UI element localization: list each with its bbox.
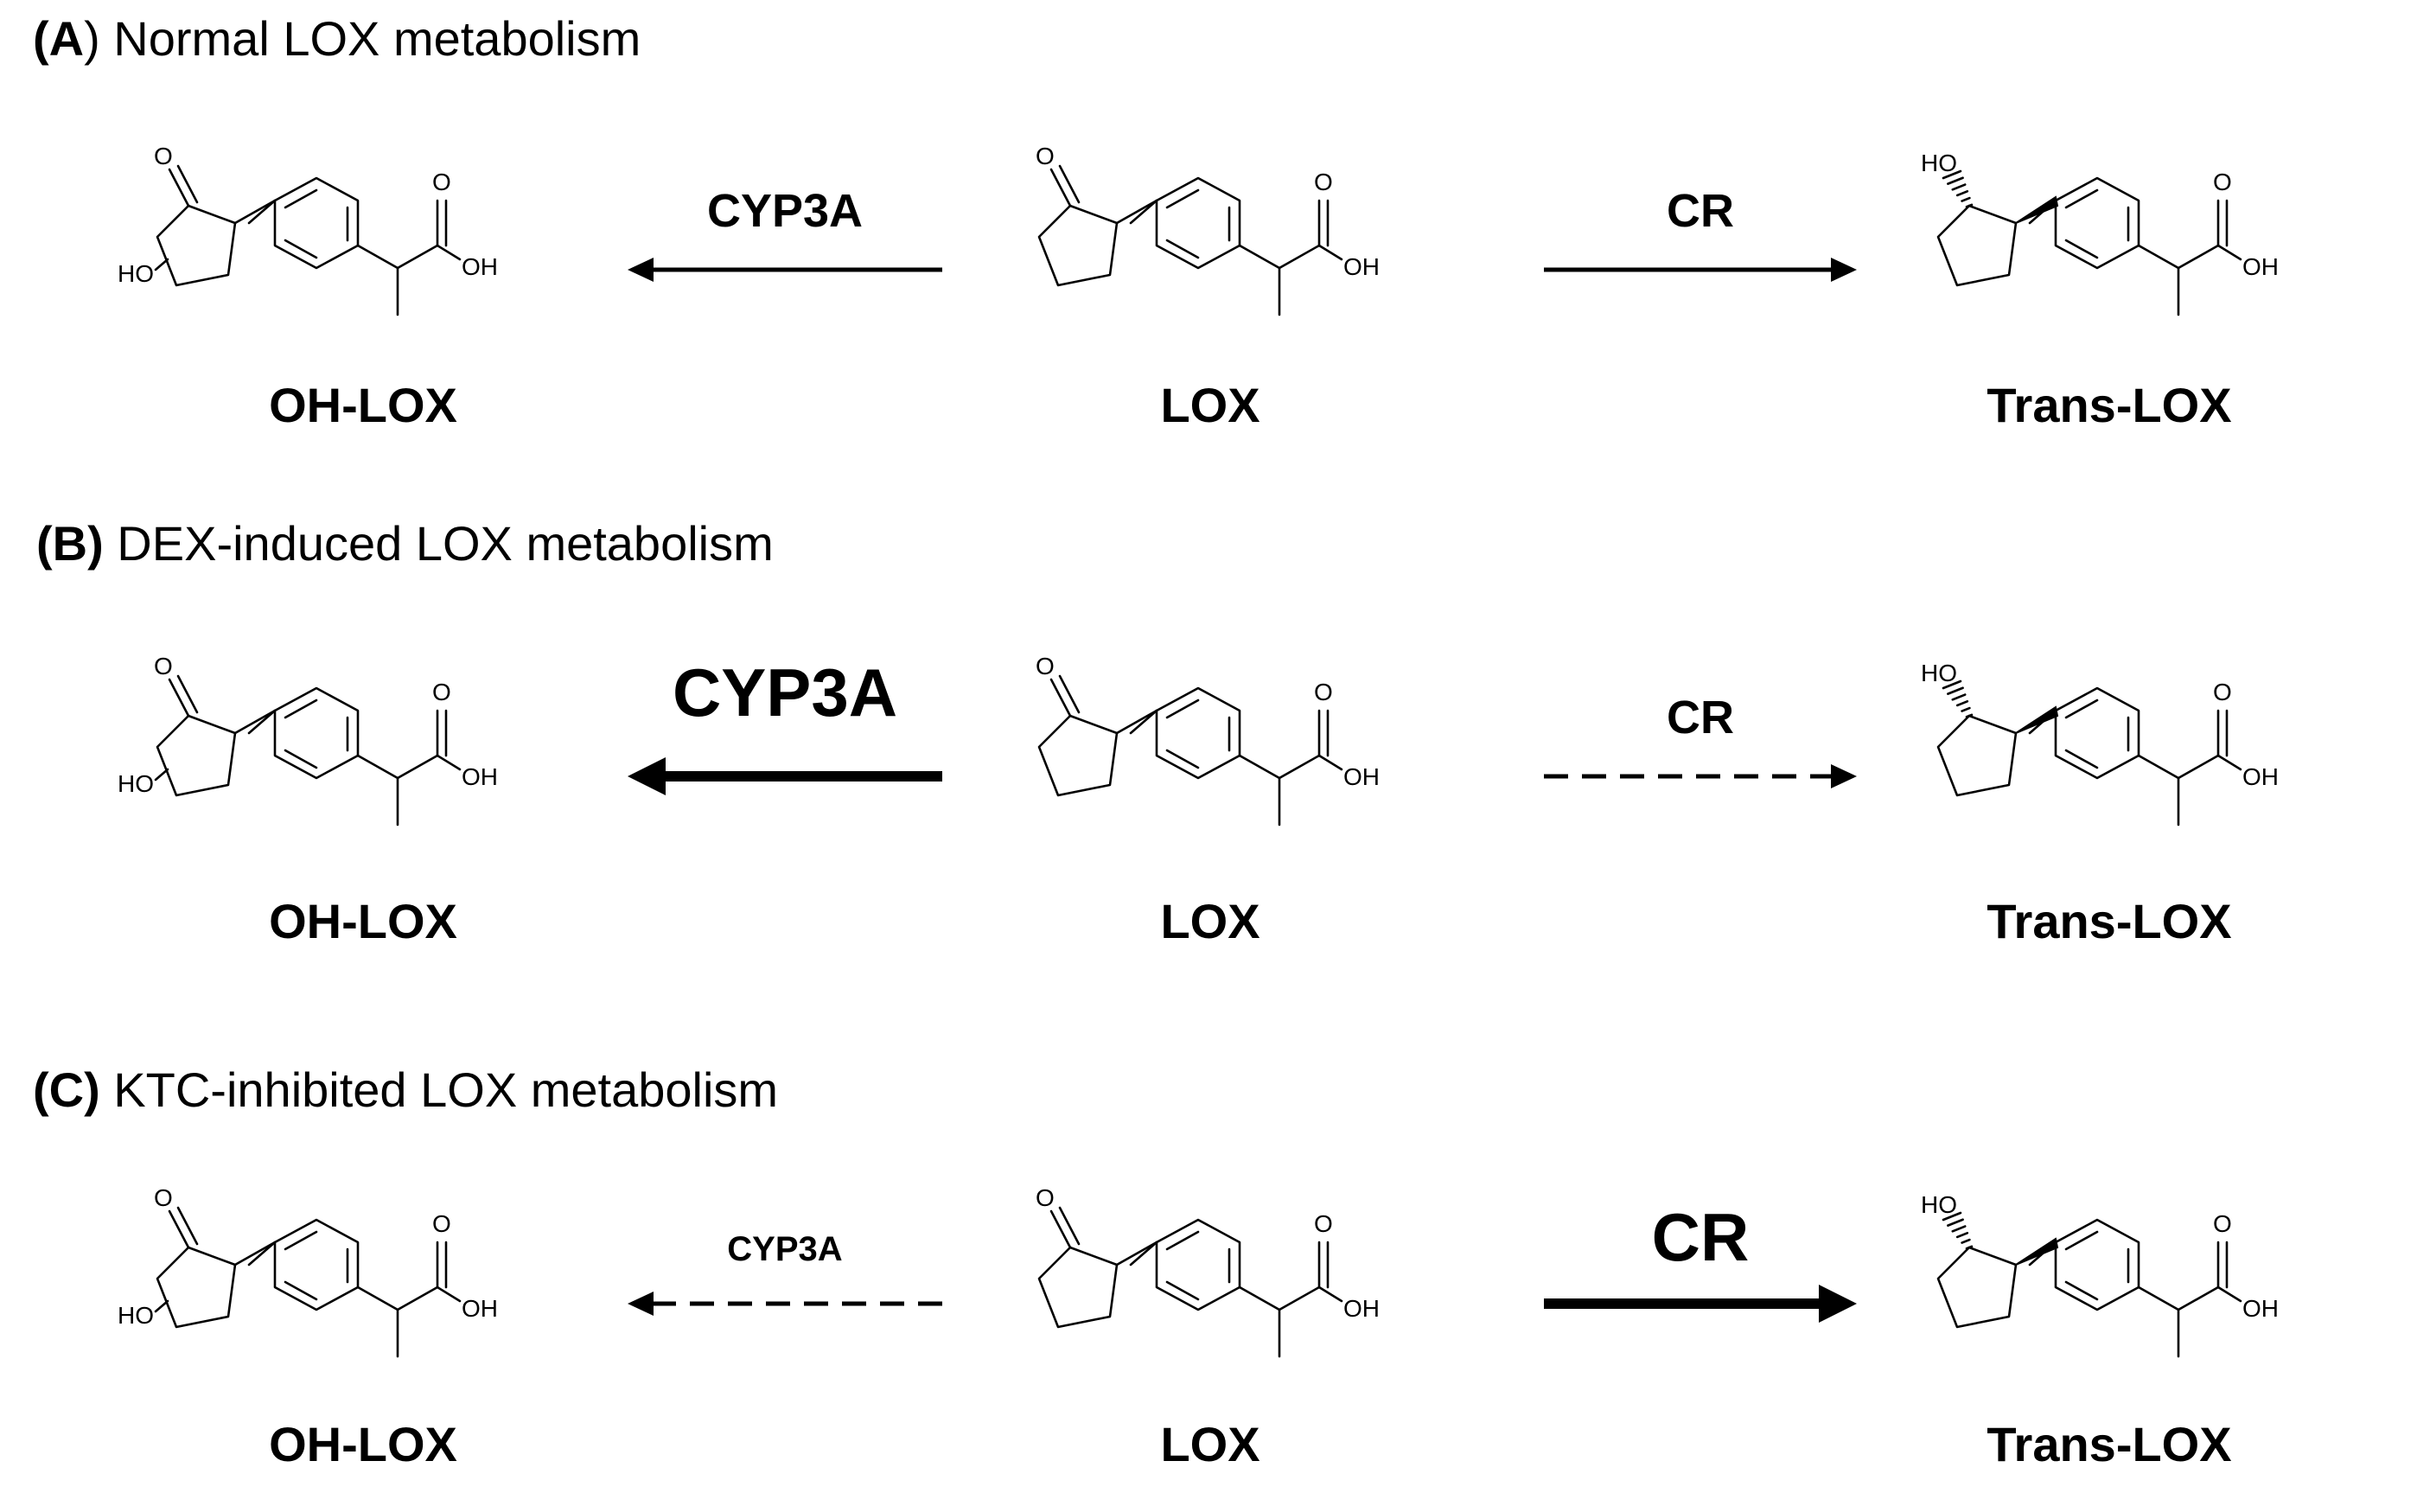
ketone-oxygen: O (1036, 143, 1055, 169)
alcohol-hydroxyl: HO (1921, 1191, 1957, 1218)
svg-text:(A) Normal LOX metabolism: (A) Normal LOX metabolism (33, 11, 641, 66)
aryl-propanoic-fragment (247, 1218, 462, 1358)
panel-b-title-text: DEX-induced LOX metabolism (104, 516, 774, 571)
arrow-b-cyp3a-head (628, 757, 666, 795)
arrow-b-cr: CR (1544, 692, 1857, 788)
acid-oxygen: O (2213, 169, 2232, 195)
compound-label-lox: LOX (1160, 1417, 1260, 1471)
aryl-propanoic-fragment (2028, 1218, 2242, 1358)
acid-hydroxyl: OH (1343, 253, 1380, 280)
ketone-oxygen: O (154, 1184, 173, 1211)
aryl-propanoic-fragment (2028, 686, 2242, 826)
arrow-a-cyp3a-label: CYP3A (707, 185, 863, 237)
acid-oxygen: O (2213, 1210, 2232, 1237)
arrow-c-cr: CR (1544, 1199, 1857, 1323)
trans-lox-structure: HO O OH (1921, 1191, 2279, 1358)
panel-a-letter: (A (33, 11, 84, 66)
arrow-c-cyp3a: CYP3A (628, 1230, 942, 1316)
acid-oxygen: O (432, 169, 451, 195)
arrow-a-cr-label: CR (1667, 185, 1734, 237)
ring-hydroxyl: HO (118, 1302, 154, 1329)
ring-hydroxyl: HO (118, 770, 154, 797)
ketone-oxygen: O (1036, 1184, 1055, 1211)
aryl-propanoic-fragment (247, 176, 462, 316)
aryl-propanoic-fragment (1129, 1218, 1343, 1358)
svg-text:(C) KTC-inhibited LOX metaboli: (C) KTC-inhibited LOX metabolism (33, 1062, 778, 1117)
oh-lox-structure: O O OH HO (118, 1184, 498, 1358)
oh-lox-structure: O O OH HO (118, 653, 498, 826)
acid-hydroxyl: OH (2242, 253, 2279, 280)
lox-structure: O O OH (1036, 1184, 1380, 1358)
arrow-c-cyp3a-head (628, 1292, 654, 1316)
aryl-propanoic-fragment (1129, 176, 1343, 316)
alcohol-hydroxyl: HO (1921, 660, 1957, 686)
arrow-b-cr-head (1831, 764, 1857, 788)
compound-label-lox: LOX (1160, 894, 1260, 948)
panel-a-title-text: ) Normal LOX metabolism (84, 11, 641, 66)
svg-text:(B) DEX-induced LOX metabolism: (B) DEX-induced LOX metabolism (36, 516, 774, 571)
arrow-b-cr-label: CR (1667, 692, 1734, 743)
acid-hydroxyl: OH (462, 1295, 498, 1322)
arrow-b-cyp3a-label: CYP3A (673, 654, 897, 730)
lox-structure: O O OH (1036, 653, 1380, 826)
aryl-propanoic-fragment (1129, 686, 1343, 826)
arrow-a-cyp3a: CYP3A (628, 185, 942, 282)
panel-b-scheme: O O OH HO O O OH HO O OH CYP3A CR OH-LOX LOX Trans-LOX (118, 653, 2279, 948)
arrow-a-cr-head (1831, 258, 1857, 282)
acid-hydroxyl: OH (462, 763, 498, 790)
trans-lox-structure: HO O OH (1921, 660, 2279, 826)
aryl-propanoic-fragment (2028, 176, 2242, 316)
acid-oxygen: O (432, 679, 451, 705)
trans-lox-structure: HO O OH (1921, 150, 2279, 316)
arrow-c-cyp3a-label: CYP3A (727, 1230, 842, 1268)
acid-oxygen: O (2213, 679, 2232, 705)
panel-c-scheme: O O OH HO O O OH HO O OH CYP3A CR OH-LOX LOX Trans-LOX (118, 1184, 2279, 1471)
acid-hydroxyl: OH (1343, 1295, 1380, 1322)
aryl-propanoic-fragment (247, 686, 462, 826)
compound-label-oh-lox: OH-LOX (269, 1417, 457, 1471)
acid-oxygen: O (1314, 679, 1333, 705)
panel-a-title: (A) Normal LOX metabolism (33, 11, 641, 66)
ketone-oxygen: O (154, 143, 173, 169)
acid-oxygen: O (1314, 169, 1333, 195)
compound-label-oh-lox: OH-LOX (269, 894, 457, 948)
oh-lox-structure: O O OH HO (118, 143, 498, 316)
panel-c-title-text: KTC-inhibited LOX metabolism (100, 1062, 778, 1117)
ring-hydroxyl: HO (118, 260, 154, 287)
acid-hydroxyl: OH (1343, 763, 1380, 790)
acid-oxygen: O (1314, 1210, 1333, 1237)
arrow-b-cyp3a: CYP3A (628, 654, 942, 795)
arrow-a-cr: CR (1544, 185, 1857, 282)
compound-label-trans-lox: Trans-LOX (1987, 894, 2231, 948)
panel-b-title: (B) DEX-induced LOX metabolism (36, 516, 774, 571)
acid-hydroxyl: OH (462, 253, 498, 280)
panel-a-scheme: O O OH HO O O OH HO O OH CYP3A CR OH-LOX LOX Trans-LOX (118, 143, 2279, 432)
alcohol-hydroxyl: HO (1921, 150, 1957, 176)
acid-hydroxyl: OH (2242, 1295, 2279, 1322)
panel-c-letter: (C) (33, 1062, 100, 1117)
acid-hydroxyl: OH (2242, 763, 2279, 790)
acid-oxygen: O (432, 1210, 451, 1237)
panel-c-title: (C) KTC-inhibited LOX metabolism (33, 1062, 778, 1117)
ketone-oxygen: O (1036, 653, 1055, 679)
compound-label-trans-lox: Trans-LOX (1987, 378, 2231, 432)
arrow-c-cr-label: CR (1652, 1199, 1750, 1275)
compound-label-oh-lox: OH-LOX (269, 378, 457, 432)
compound-label-trans-lox: Trans-LOX (1987, 1417, 2231, 1471)
compound-label-lox: LOX (1160, 378, 1260, 432)
arrow-a-cyp3a-head (628, 258, 654, 282)
arrow-c-cr-head (1819, 1285, 1857, 1323)
lox-structure: O O OH (1036, 143, 1380, 316)
ketone-oxygen: O (154, 653, 173, 679)
panel-b-letter: (B) (36, 516, 104, 571)
